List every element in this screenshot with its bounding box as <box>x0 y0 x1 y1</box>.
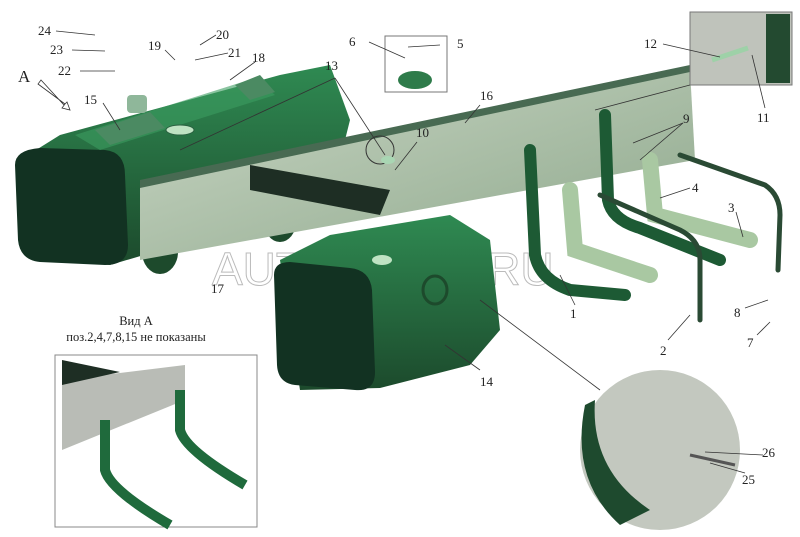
label-19: 19 <box>148 38 161 53</box>
label-2: 2 <box>660 343 667 358</box>
label-26: 26 <box>762 445 776 460</box>
label-7: 7 <box>747 335 754 350</box>
view-a-inset <box>54 354 258 530</box>
view-letter: A <box>18 67 31 86</box>
label-17: 17 <box>211 281 225 296</box>
frame-rail <box>140 65 695 260</box>
label-10: 10 <box>416 125 429 140</box>
label-21: 21 <box>228 45 241 60</box>
label-11: 11 <box>757 110 770 125</box>
label-15: 15 <box>84 92 97 107</box>
label-1: 1 <box>570 306 577 321</box>
view-caption-note: поз.2,4,7,8,15 не показаны <box>66 330 206 344</box>
label-25: 25 <box>742 472 755 487</box>
label-24: 24 <box>38 23 52 38</box>
label-3: 3 <box>728 200 735 215</box>
view-arrow-icon <box>37 79 71 111</box>
detail-inset-bolt <box>689 11 793 86</box>
label-23: 23 <box>50 42 63 57</box>
label-22: 22 <box>58 63 71 78</box>
label-18: 18 <box>252 50 265 65</box>
label-4: 4 <box>692 180 699 195</box>
label-20: 20 <box>216 27 229 42</box>
label-13: 13 <box>325 58 338 73</box>
part-labels: 24 23 22 15 19 20 21 18 13 6 5 16 10 12 … <box>38 23 776 487</box>
label-8: 8 <box>734 305 741 320</box>
leader-lines <box>55 30 771 474</box>
fuel-tank-right <box>274 215 500 391</box>
view-caption-title: Вид А <box>119 314 153 328</box>
detail-circle-filler <box>479 299 740 530</box>
label-6: 6 <box>349 34 356 49</box>
label-16: 16 <box>480 88 494 103</box>
tank-brackets <box>524 109 783 323</box>
label-5: 5 <box>457 36 464 51</box>
label-9: 9 <box>683 111 690 126</box>
label-12: 12 <box>644 36 657 51</box>
label-14: 14 <box>480 374 494 389</box>
